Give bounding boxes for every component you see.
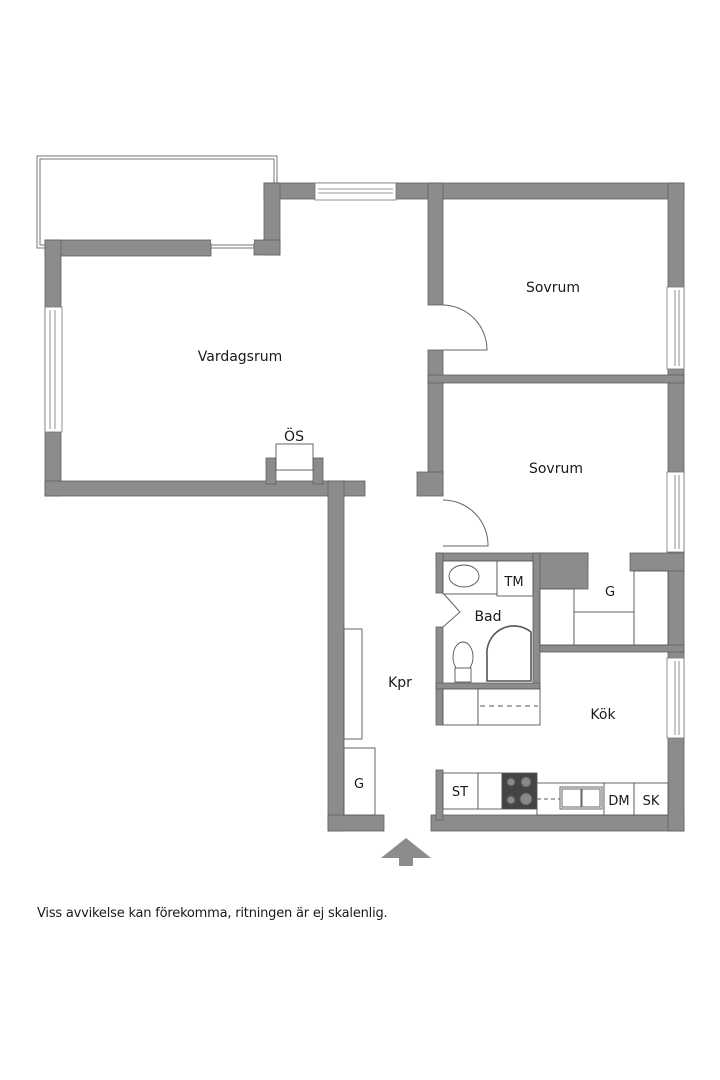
fixtures: [275, 443, 669, 816]
fixture-label-tm: TM: [503, 575, 523, 590]
room-label-kok: Kök: [590, 707, 616, 723]
fixture-label-os: ÖS: [284, 427, 304, 445]
room-label-sovrum-2: Sovrum: [529, 461, 583, 477]
fixture-label-g-hall: G: [354, 777, 364, 792]
fixture-label-st: ST: [452, 785, 468, 800]
windows: [44, 182, 685, 739]
entrance-arrow-icon: [381, 838, 431, 866]
room-label-vardagsrum: Vardagsrum: [198, 349, 283, 365]
doors: [442, 304, 489, 628]
disclaimer-text: Viss avvikelse kan förekomma, ritningen …: [37, 906, 388, 921]
walls: [44, 182, 685, 832]
fixture-label-dm: DM: [608, 794, 629, 809]
room-label-kpr: Kpr: [388, 675, 412, 691]
fixture-label-sk: SK: [643, 794, 660, 809]
room-label-bad: Bad: [474, 609, 501, 625]
room-label-sovrum-1: Sovrum: [526, 280, 580, 296]
fixture-label-g-closet: G: [605, 585, 615, 600]
balcony: [36, 155, 278, 249]
